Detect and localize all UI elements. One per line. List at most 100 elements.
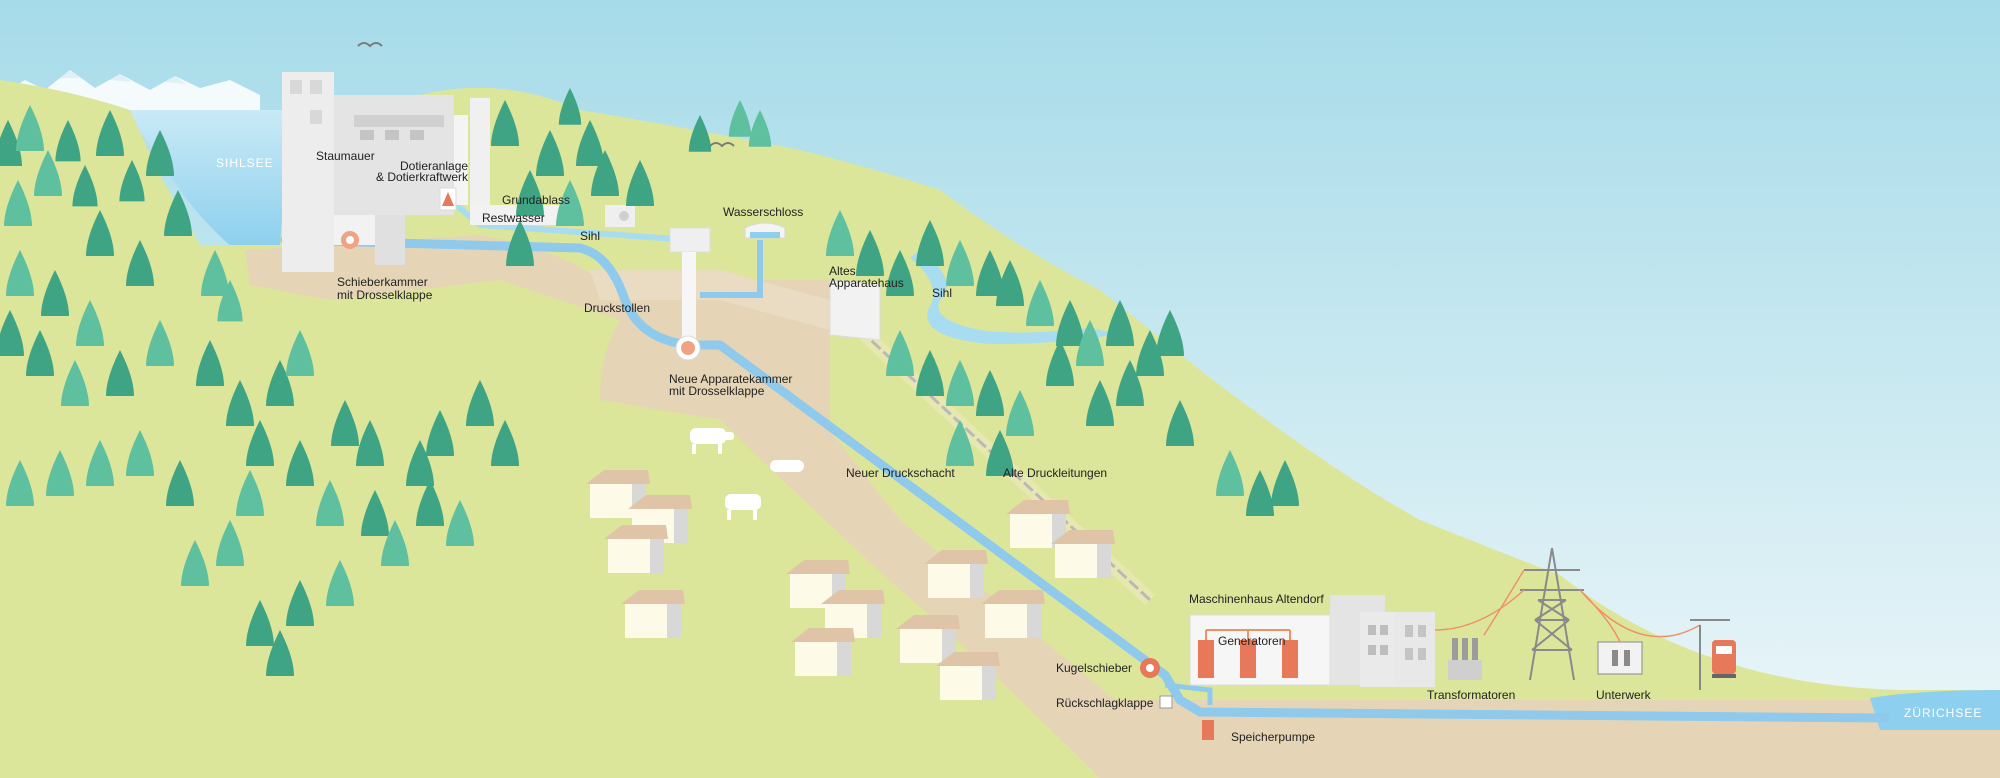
conifer-tree-icon [34,150,62,196]
zuerichsee-lake [1870,690,2000,730]
kugelschieber-valve [1140,658,1160,678]
conifer-tree-icon [826,210,854,256]
house-icon [896,615,960,663]
conifer-tree-icon [1136,330,1164,376]
conifer-tree-icon [236,470,264,516]
conifer-tree-icon [76,300,104,346]
conifer-tree-icon [491,100,519,146]
conifer-tree-icon [266,360,294,406]
conifer-tree-icon [976,370,1004,416]
conifer-tree-icon [1216,450,1244,496]
conifer-tree-icon [41,270,69,316]
conifer-tree-icon [226,380,254,426]
conifer-tree-icon [126,430,154,476]
conifer-tree-icon [416,480,444,526]
conifer-tree-icon [246,420,274,466]
rueckschlagklappe-valve [1159,695,1173,709]
label-neue-apparatekammer-line1: Neue Apparatekammer [669,372,793,386]
conifer-tree-icon [286,440,314,486]
power-pipe-loop [1164,682,1213,705]
house-icon [604,525,668,573]
label-alte-druckleitungen: Alte Druckleitungen [1003,466,1108,480]
conifer-tree-icon [46,450,74,496]
conifer-tree-icon [1156,310,1184,356]
conifer-tree-icon [381,520,409,566]
label-schieberkammer-line2: mit Drosselklappe [337,288,433,302]
conifer-tree-icon [86,210,114,256]
conifer-tree-icon [886,250,914,296]
label-kugelschieber: Kugelschieber [1056,661,1133,675]
conifer-tree-icon [126,240,154,286]
altes-apparatehaus [829,279,881,341]
conifer-tree-icon [748,110,772,147]
conifer-tree-icon [331,400,359,446]
label-dotieranlage-line1: Dotieranlage [400,159,469,173]
conifer-tree-icon [946,360,974,406]
conifer-tree-icon [181,540,209,586]
sihlsee-label: SIHLSEE [216,156,274,170]
conifer-tree-icon [728,100,752,137]
drosselklappe-new [675,335,701,361]
label-transformatoren: Transformatoren [1427,688,1516,702]
conifer-tree-icon [1106,300,1134,346]
conifer-tree-icon [466,380,494,426]
label-druckstollen: Druckstollen [584,301,651,315]
label-unterwerk: Unterwerk [1596,688,1651,702]
label-neuer-druckschacht: Neuer Druckschacht [846,466,955,480]
conifer-tree-icon [688,115,712,152]
conifer-tree-icon [1056,300,1084,346]
conifer-tree-icon [516,170,544,216]
conifer-tree-icon [446,500,474,546]
house-icon [936,652,1000,700]
conifer-tree-icon [286,330,314,376]
generators [1198,629,1298,678]
label-dotieranlage-line2: & Dotierkraftwerk [376,170,469,184]
conifer-tree-icon [86,440,114,486]
label-generatoren: Generatoren [1218,634,1286,648]
conifer-tree-icon [1046,340,1074,386]
label-altes-apparatehaus-line1: Altes [829,264,856,278]
conifer-tree-icon [946,420,974,466]
conifer-tree-icon [946,240,974,286]
label-rueckschlagklappe: Rückschlagklappe [1056,696,1154,710]
conifer-tree-icon [326,560,354,606]
conifer-tree-icon [406,440,434,486]
conifer-tree-icon [996,260,1024,306]
conifer-tree-icon [576,120,604,166]
bird-icon [357,42,735,148]
conifer-tree-icon [6,460,34,506]
drosselklappe-upper [341,231,359,249]
conifer-tree-icon [196,340,224,386]
conifer-tree-icon [626,160,654,206]
conifer-tree-icon [591,150,619,196]
conifer-tree-icon [886,330,914,376]
conifer-tree-icon [4,180,32,226]
conifer-tree-icon [491,420,519,466]
conifer-tree-icon [556,180,584,226]
wasserschloss [744,222,786,239]
conifer-tree-icon [119,160,145,202]
conifer-tree-icon [16,105,44,151]
label-maschinenhaus: Maschinenhaus Altendorf [1189,592,1324,606]
conifer-tree-icon [976,250,1004,296]
power-pylon-icon [1520,547,1584,681]
conifer-tree-icon [146,320,174,366]
house-icon [621,590,685,638]
conifer-tree-icon [166,460,194,506]
conifer-tree-icon [26,330,54,376]
conifer-tree-icon [1116,360,1144,406]
conifer-tree-icon [164,190,192,236]
power-lines [1434,569,1701,643]
house-icon [1051,530,1115,578]
cow-icon [690,428,804,520]
conifer-tree-icon [72,165,98,207]
conifer-tree-icon [96,110,124,156]
conifer-tree-icon [266,630,294,676]
conifer-tree-icon [146,130,174,176]
staumauer-dam [282,72,635,272]
conifer-tree-icon [201,250,229,296]
conifer-tree-icon [916,350,944,396]
house-icon [791,628,855,676]
forest [0,88,1299,676]
